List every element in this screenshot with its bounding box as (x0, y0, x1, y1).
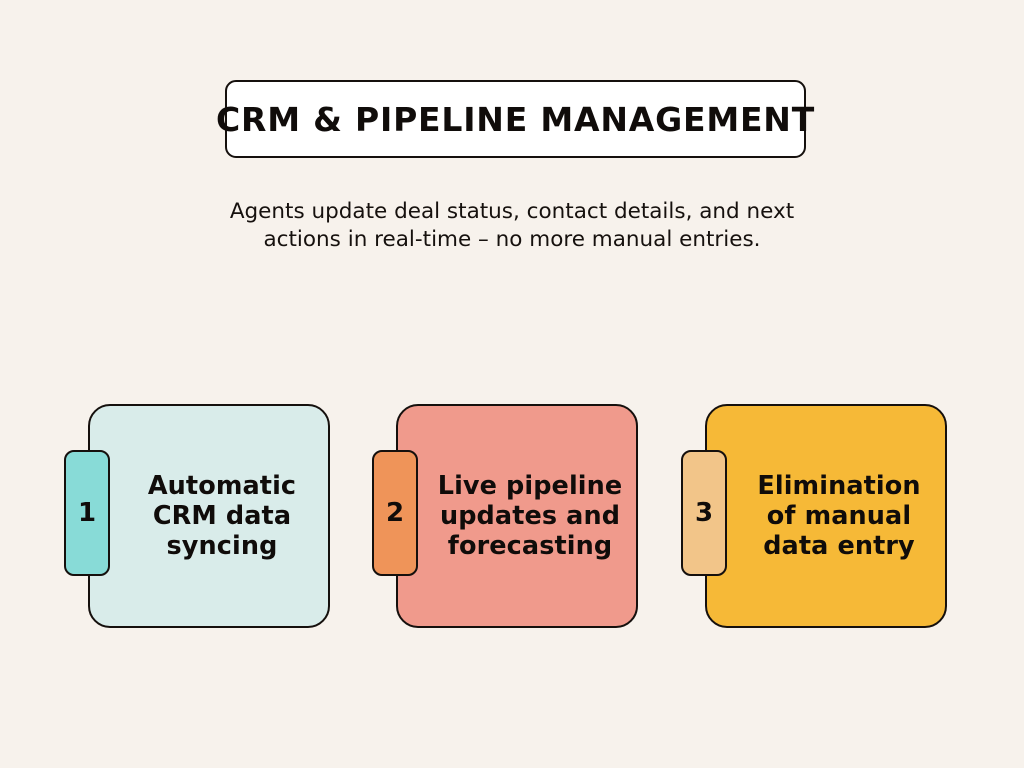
feature-card-2-label: Live pipeline updates and forecasting (437, 471, 623, 561)
feature-card-2: Live pipeline updates and forecasting 2 (330, 404, 638, 630)
page-title: CRM & Pipeline Management (215, 99, 816, 139)
subtitle-text: Agents update deal status, contact detai… (112, 198, 912, 254)
feature-card-3-body: Elimination of manual data entry (705, 404, 947, 628)
feature-card-3: Elimination of manual data entry 3 (639, 404, 947, 630)
feature-card-1-number-badge: 1 (64, 450, 110, 576)
title-banner: CRM & Pipeline Management (216, 80, 814, 158)
subtitle-line-2: actions in real-time – no more manual en… (263, 227, 761, 252)
feature-card-2-body: Live pipeline updates and forecasting (396, 404, 638, 628)
feature-card-1: Automatic CRM data syncing 1 (22, 404, 330, 630)
feature-card-2-number: 2 (385, 498, 405, 528)
subtitle-line-1: Agents update deal status, contact detai… (229, 199, 795, 224)
feature-card-3-label: Elimination of manual data entry (757, 471, 921, 561)
feature-card-row: Automatic CRM data syncing 1 Live pipeli… (0, 404, 1024, 634)
feature-card-2-number-badge: 2 (372, 450, 418, 576)
feature-card-1-number: 1 (77, 498, 97, 528)
feature-card-1-label: Automatic CRM data syncing (147, 471, 297, 561)
feature-card-3-number: 3 (694, 498, 714, 528)
feature-card-3-number-badge: 3 (681, 450, 727, 576)
feature-card-1-body: Automatic CRM data syncing (88, 404, 330, 628)
